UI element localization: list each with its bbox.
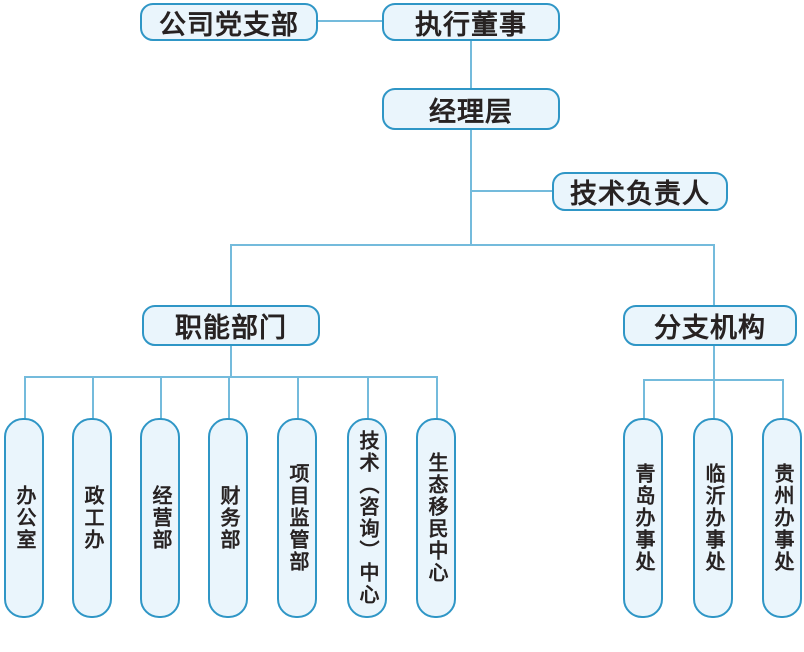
- connector-split-functional: [230, 244, 232, 306]
- connector-drop-political-work: [92, 376, 94, 419]
- connector-functional-bus: [230, 345, 232, 378]
- connector-drop-guizhou: [782, 379, 784, 419]
- node-operations-dept: 经营部: [140, 418, 180, 618]
- node-executive-director: 执行董事: [382, 3, 560, 41]
- connector-management-trunk: [470, 128, 472, 246]
- node-project-supervision-dept: 项目监管部: [277, 418, 317, 618]
- node-company-party-branch: 公司党支部: [140, 3, 318, 41]
- connector-party-director: [318, 20, 382, 22]
- node-qingdao-office: 青岛办事处: [623, 418, 663, 618]
- connector-director-management: [470, 40, 472, 88]
- connector-functional-children-bus: [24, 376, 438, 378]
- node-management-layer: 经理层: [382, 88, 560, 130]
- node-technical-lead: 技术负责人: [552, 172, 728, 211]
- node-ecological-migration-center: 生态移民中心: [416, 418, 456, 618]
- connector-drop-operations: [160, 376, 162, 419]
- connector-drop-technical-consulting: [367, 376, 369, 419]
- connector-trunk-technical-lead: [470, 190, 554, 192]
- connector-drop-office: [24, 376, 26, 419]
- connector-split-branch: [713, 244, 715, 306]
- node-linyi-office: 临沂办事处: [693, 418, 733, 618]
- connector-drop-qingdao: [643, 379, 645, 419]
- node-finance-dept: 财务部: [208, 418, 248, 618]
- connector-main-split: [230, 244, 715, 246]
- connector-drop-finance: [228, 376, 230, 419]
- node-branch-offices: 分支机构: [623, 305, 797, 346]
- node-guizhou-office: 贵州办事处: [762, 418, 802, 618]
- node-functional-departments: 职能部门: [142, 305, 320, 346]
- connector-drop-ecological-migration: [436, 376, 438, 419]
- node-technical-consulting-center: 技术（咨询）中心: [347, 418, 387, 618]
- node-political-work-office: 政工办: [72, 418, 112, 618]
- connector-branch-bus: [713, 345, 715, 381]
- connector-drop-project-supervision: [297, 376, 299, 419]
- node-general-office: 办公室: [4, 418, 44, 618]
- connector-drop-linyi: [713, 379, 715, 419]
